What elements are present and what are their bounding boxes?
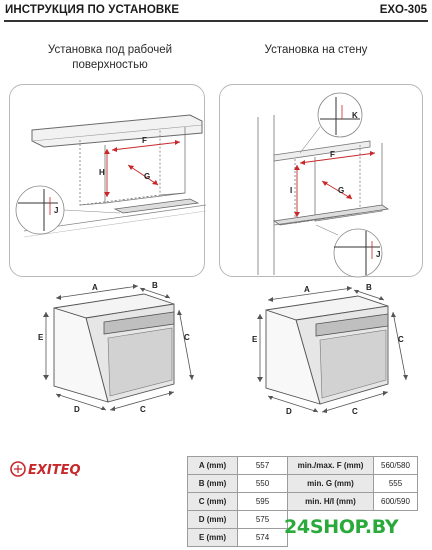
section-title-under-counter: Установка под рабочей поверхностью [47, 44, 173, 71]
spec-label-a: A (mm) [187, 456, 238, 475]
page-header: ИНСТРУКЦИЯ ПО УСТАНОВКЕ EXO-305 [0, 0, 432, 24]
spec-value-f: 560/580 [373, 456, 418, 475]
dim-label-C2-left: C [140, 405, 146, 414]
table-row: A (mm) 557 min./max. F (mm) 560/580 [187, 456, 418, 475]
dim-label-A-left: A [92, 283, 98, 292]
dim-label-E-right: E [252, 335, 258, 344]
spec-value-b: 550 [237, 474, 288, 493]
dim-label-E-left: E [38, 333, 44, 342]
header-divider [4, 20, 428, 22]
spec-value-hi: 600/590 [373, 492, 418, 511]
spec-label-f: min./max. F (mm) [287, 456, 374, 475]
spec-label-g: min. G (mm) [287, 474, 374, 493]
spec-label-d: D (mm) [187, 510, 238, 529]
spec-value-d: 575 [237, 510, 288, 529]
spec-value-g: 555 [373, 474, 418, 493]
spec-value-c: 595 [237, 492, 288, 511]
table-row: C (mm) 595 min. H/I (mm) 600/590 [187, 492, 418, 511]
label-I: I [290, 186, 292, 195]
dim-label-D-right: D [286, 407, 292, 416]
spec-label-c: C (mm) [187, 492, 238, 511]
model-number: EXO-305 [379, 4, 427, 16]
table-row: D (mm) 575 [187, 510, 418, 529]
shop-watermark: 24SHOP.BY [284, 516, 399, 538]
label-G-right: G [338, 186, 344, 195]
dim-label-C2-right: C [352, 407, 358, 416]
dim-label-C-right: C [398, 335, 404, 344]
wall-mount-diagram: K F I G J [257, 92, 390, 278]
under-counter-diagram-panel: F H G J [9, 84, 207, 277]
oven-dimensions-left: A B C E D C [34, 280, 204, 420]
spec-value-e: 574 [237, 528, 288, 547]
spec-value-a: 557 [237, 456, 288, 475]
page-title: ИНСТРУКЦИЯ ПО УСТАНОВКЕ [5, 4, 180, 16]
table-row: B (mm) 550 min. G (mm) 555 [187, 474, 418, 493]
spec-label-e: E (mm) [187, 528, 238, 547]
label-K: K [352, 111, 358, 120]
oven-dimensions-right: A B C E D C [248, 280, 418, 420]
table-row: E (mm) 574 [187, 528, 418, 547]
dimensions-table: A (mm) 557 min./max. F (mm) 560/580 B (m… [187, 456, 418, 547]
svg-text:EXITEQ: EXITEQ [28, 463, 81, 478]
exiteq-logo: EXITEQ [10, 458, 100, 480]
dim-label-B-left: B [152, 281, 158, 290]
label-J-left: J [54, 206, 58, 215]
dim-label-A-right: A [304, 285, 310, 294]
label-H: H [99, 168, 105, 177]
spec-label-hi: min. H/I (mm) [287, 492, 374, 511]
under-counter-diagram: F H G J [15, 114, 207, 238]
label-J-right: J [376, 250, 380, 259]
section-title-wall-mount: Установка на стену [264, 44, 368, 56]
label-G: G [144, 172, 150, 181]
dim-label-C-left: C [184, 333, 190, 342]
label-F-right: F [330, 150, 335, 159]
label-F: F [142, 136, 147, 145]
spec-label-b: B (mm) [187, 474, 238, 493]
dim-label-D-left: D [74, 405, 80, 414]
wall-mount-diagram-panel: K F I G J [219, 84, 423, 278]
dim-label-B-right: B [366, 283, 372, 292]
